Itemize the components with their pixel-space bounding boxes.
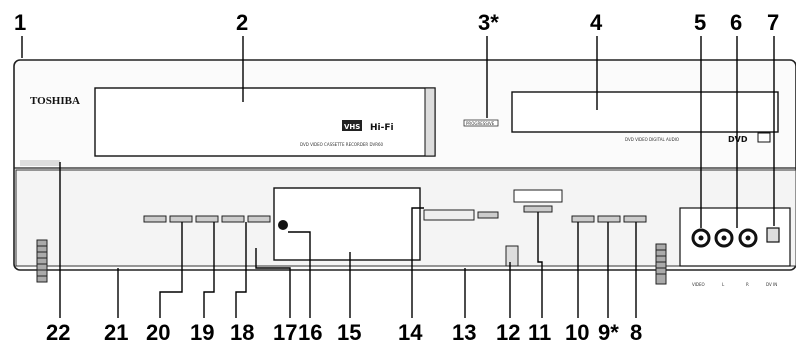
dvd-caption: DVD VIDEO DIGITAL AUDIO xyxy=(625,137,679,142)
progressive-label: PROGRESSIVE xyxy=(466,121,495,126)
display-window xyxy=(273,187,421,261)
dvd-transport-buttons xyxy=(571,215,647,223)
callout-9: 9* xyxy=(598,320,619,345)
vcr-cassette-slot xyxy=(94,87,436,157)
callout-22: 22 xyxy=(46,320,70,345)
dvd-record-button[interactable] xyxy=(623,215,647,223)
callout-4: 4 xyxy=(590,10,603,35)
dubbing-button[interactable] xyxy=(477,211,499,219)
vhs-badge-text: VHS xyxy=(344,123,360,131)
rewind-button[interactable] xyxy=(143,215,167,223)
callout-6: 6 xyxy=(730,10,742,35)
vhs-badge xyxy=(342,120,362,131)
output-select-indicator xyxy=(513,189,563,203)
dvd-stop-button[interactable] xyxy=(571,215,595,223)
callout-2: 2 xyxy=(236,10,248,35)
right-jog-wheel xyxy=(655,243,667,285)
callout-5: 5 xyxy=(694,10,706,35)
dv-in-label: DV IN xyxy=(766,282,777,287)
dvd-play-button[interactable] xyxy=(597,215,621,223)
callout-15: 15 xyxy=(337,320,361,345)
callout-10: 10 xyxy=(565,320,589,345)
callout-18: 18 xyxy=(230,320,254,345)
video-input-label: VIDEO xyxy=(692,282,705,287)
callout-17: 17 xyxy=(273,320,297,345)
record-button[interactable] xyxy=(247,215,271,223)
callout-3: 3* xyxy=(478,10,499,35)
output-select-button[interactable] xyxy=(523,205,553,213)
callout-20: 20 xyxy=(146,320,170,345)
callout-1: 1 xyxy=(14,10,26,35)
callout-14: 14 xyxy=(398,320,423,345)
open-close-button[interactable] xyxy=(505,245,519,267)
audio-right-label: R xyxy=(746,282,749,287)
callout-7: 7 xyxy=(767,10,779,35)
callout-19: 19 xyxy=(190,320,214,345)
callout-21: 21 xyxy=(104,320,128,345)
vcr-caption: DVD VIDEO CASSETTE RECORDER DVR60 xyxy=(300,142,384,147)
callout-16: 16 xyxy=(298,320,322,345)
dv-in-jack xyxy=(766,227,780,243)
remote-sensor xyxy=(278,220,288,230)
left-jog-wheel xyxy=(36,239,48,283)
dvd-tray-badge xyxy=(757,132,771,143)
dvd-logo: DVD xyxy=(728,135,748,144)
brand-logo: TOSHIBA xyxy=(30,95,80,107)
vcr-dvd-selector[interactable] xyxy=(423,209,475,221)
callout-12: 12 xyxy=(496,320,520,345)
standby-label-strip xyxy=(20,160,60,166)
callout-13: 13 xyxy=(452,320,476,345)
stop-eject-button[interactable] xyxy=(195,215,219,223)
play-button[interactable] xyxy=(221,215,245,223)
progressive-indicator xyxy=(463,119,499,127)
dvd-disc-tray xyxy=(511,91,779,133)
vcr-transport-buttons xyxy=(143,215,271,223)
fast-forward-button[interactable] xyxy=(169,215,193,223)
hifi-badge: Hi-Fi xyxy=(370,123,394,133)
callout-11: 11 xyxy=(528,320,551,345)
callout-8: 8 xyxy=(630,320,642,345)
audio-left-label: L xyxy=(722,282,725,287)
